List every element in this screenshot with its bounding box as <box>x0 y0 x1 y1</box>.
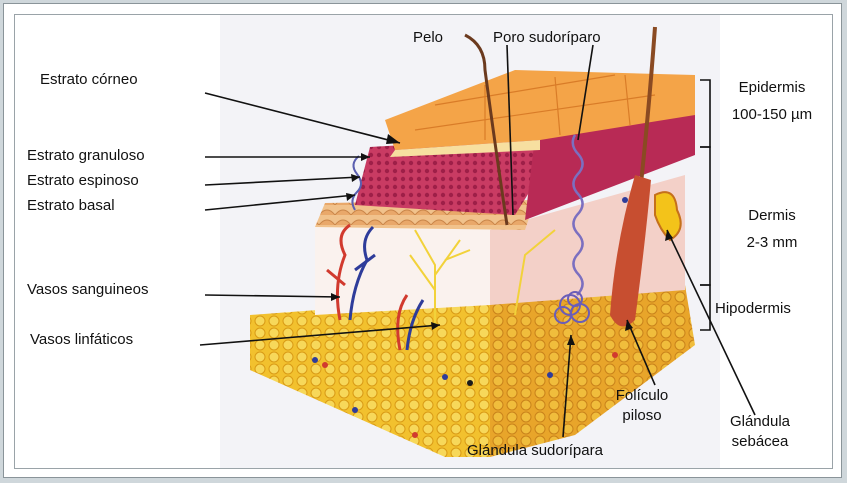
label-dermis-size: 2-3 mm <box>717 234 827 251</box>
outer-frame: Estrato córneo Estrato granuloso Estrato… <box>3 3 842 478</box>
label-foliculo-line2: piloso <box>597 407 687 424</box>
label-glandula-sebacea-line2: sebácea <box>715 433 805 450</box>
label-glandula-sudoripara: Glándula sudorípara <box>467 442 603 459</box>
label-vasos-linfaticos: Vasos linfáticos <box>30 331 133 348</box>
label-dermis: Dermis <box>717 207 827 224</box>
label-epidermis: Epidermis <box>717 79 827 96</box>
skin-illustration <box>15 15 833 469</box>
label-foliculo-line1: Folículo <box>597 387 687 404</box>
diagram-panel: Estrato córneo Estrato granuloso Estrato… <box>14 14 833 469</box>
label-estrato-granuloso: Estrato granuloso <box>27 147 145 164</box>
label-poro-sudoriparo: Poro sudoríparo <box>493 29 601 46</box>
label-epidermis-size: 100-150 µm <box>717 106 827 123</box>
label-vasos-sanguineos: Vasos sanguineos <box>27 281 148 298</box>
label-pelo: Pelo <box>413 29 443 46</box>
label-hipodermis: Hipodermis <box>715 300 791 317</box>
label-glandula-sebacea-line1: Glándula <box>715 413 805 430</box>
label-estrato-corneo: Estrato córneo <box>40 71 138 88</box>
label-estrato-basal: Estrato basal <box>27 197 115 214</box>
label-estrato-espinoso: Estrato espinoso <box>27 172 139 189</box>
